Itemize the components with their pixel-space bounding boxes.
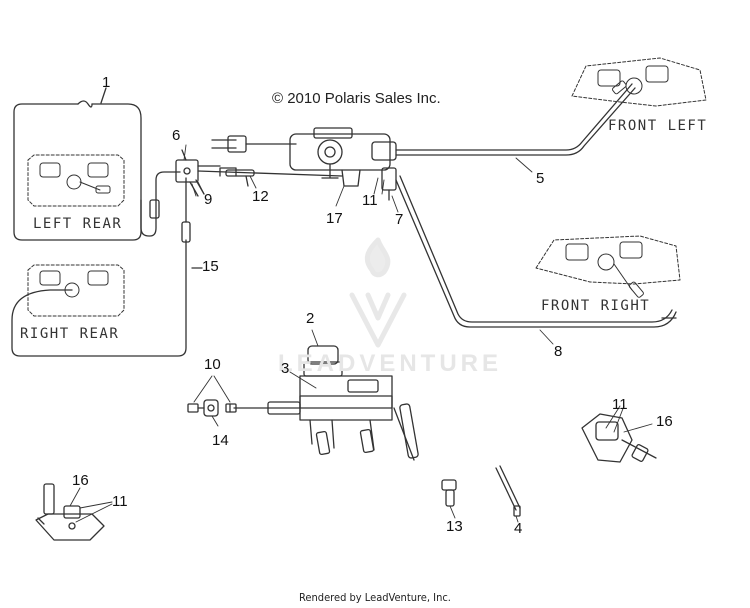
- callout-11-left: 11: [112, 493, 128, 510]
- callout-6: 6: [172, 127, 181, 144]
- label-front-right: FRONT RIGHT: [541, 298, 651, 314]
- callout-16-left: 16: [72, 472, 89, 489]
- callout-16-right: 16: [656, 413, 673, 430]
- callout-11-right: 11: [612, 396, 628, 413]
- callout-1: 1: [102, 74, 111, 91]
- callout-15: 15: [202, 258, 219, 275]
- brake-line-15: [11, 177, 203, 357]
- callout-4: 4: [514, 520, 523, 537]
- leader-lines: [69, 144, 653, 523]
- master-cylinder: [229, 345, 419, 461]
- left-rear-caliper: [27, 154, 125, 207]
- brake-line-8: [395, 175, 677, 328]
- brake-line-5: [395, 83, 636, 156]
- label-right-rear: RIGHT REAR: [20, 326, 120, 342]
- copyright-text: © 2010 Polaris Sales Inc.: [272, 90, 441, 107]
- callout-2: 2: [306, 310, 315, 327]
- callout-13: 13: [446, 518, 463, 535]
- caliper-bracket-left: [35, 483, 105, 541]
- front-left-caliper: [571, 57, 707, 107]
- callout-9: 9: [204, 191, 213, 208]
- callout-8: 8: [554, 343, 563, 360]
- front-right-caliper: [535, 235, 681, 298]
- footer-credit: Rendered by LeadVenture, Inc.: [299, 591, 451, 604]
- label-left-rear: LEFT REAR: [33, 216, 123, 232]
- callout-17: 17: [326, 210, 343, 227]
- caliper-bracket-right: [581, 413, 657, 463]
- callout-3: 3: [281, 360, 290, 377]
- bleeder-13: [441, 479, 457, 507]
- clevis: [187, 399, 237, 417]
- callout-11-top: 11: [362, 192, 378, 209]
- watermark-logo: [349, 237, 407, 348]
- callout-7: 7: [395, 211, 404, 228]
- brake-line-12: [197, 135, 343, 187]
- callout-12: 12: [252, 188, 269, 205]
- callout-10: 10: [204, 356, 221, 373]
- label-front-left: FRONT LEFT: [608, 118, 708, 134]
- watermark-text: LEADVENTURE: [277, 350, 502, 377]
- brake-line-1: [13, 87, 181, 241]
- junction-block: [175, 149, 221, 197]
- upper-master-cylinder: [289, 127, 397, 201]
- callout-14: 14: [212, 432, 229, 449]
- right-rear-caliper: [27, 264, 125, 317]
- rod-4: [495, 465, 521, 517]
- callout-5: 5: [536, 170, 545, 187]
